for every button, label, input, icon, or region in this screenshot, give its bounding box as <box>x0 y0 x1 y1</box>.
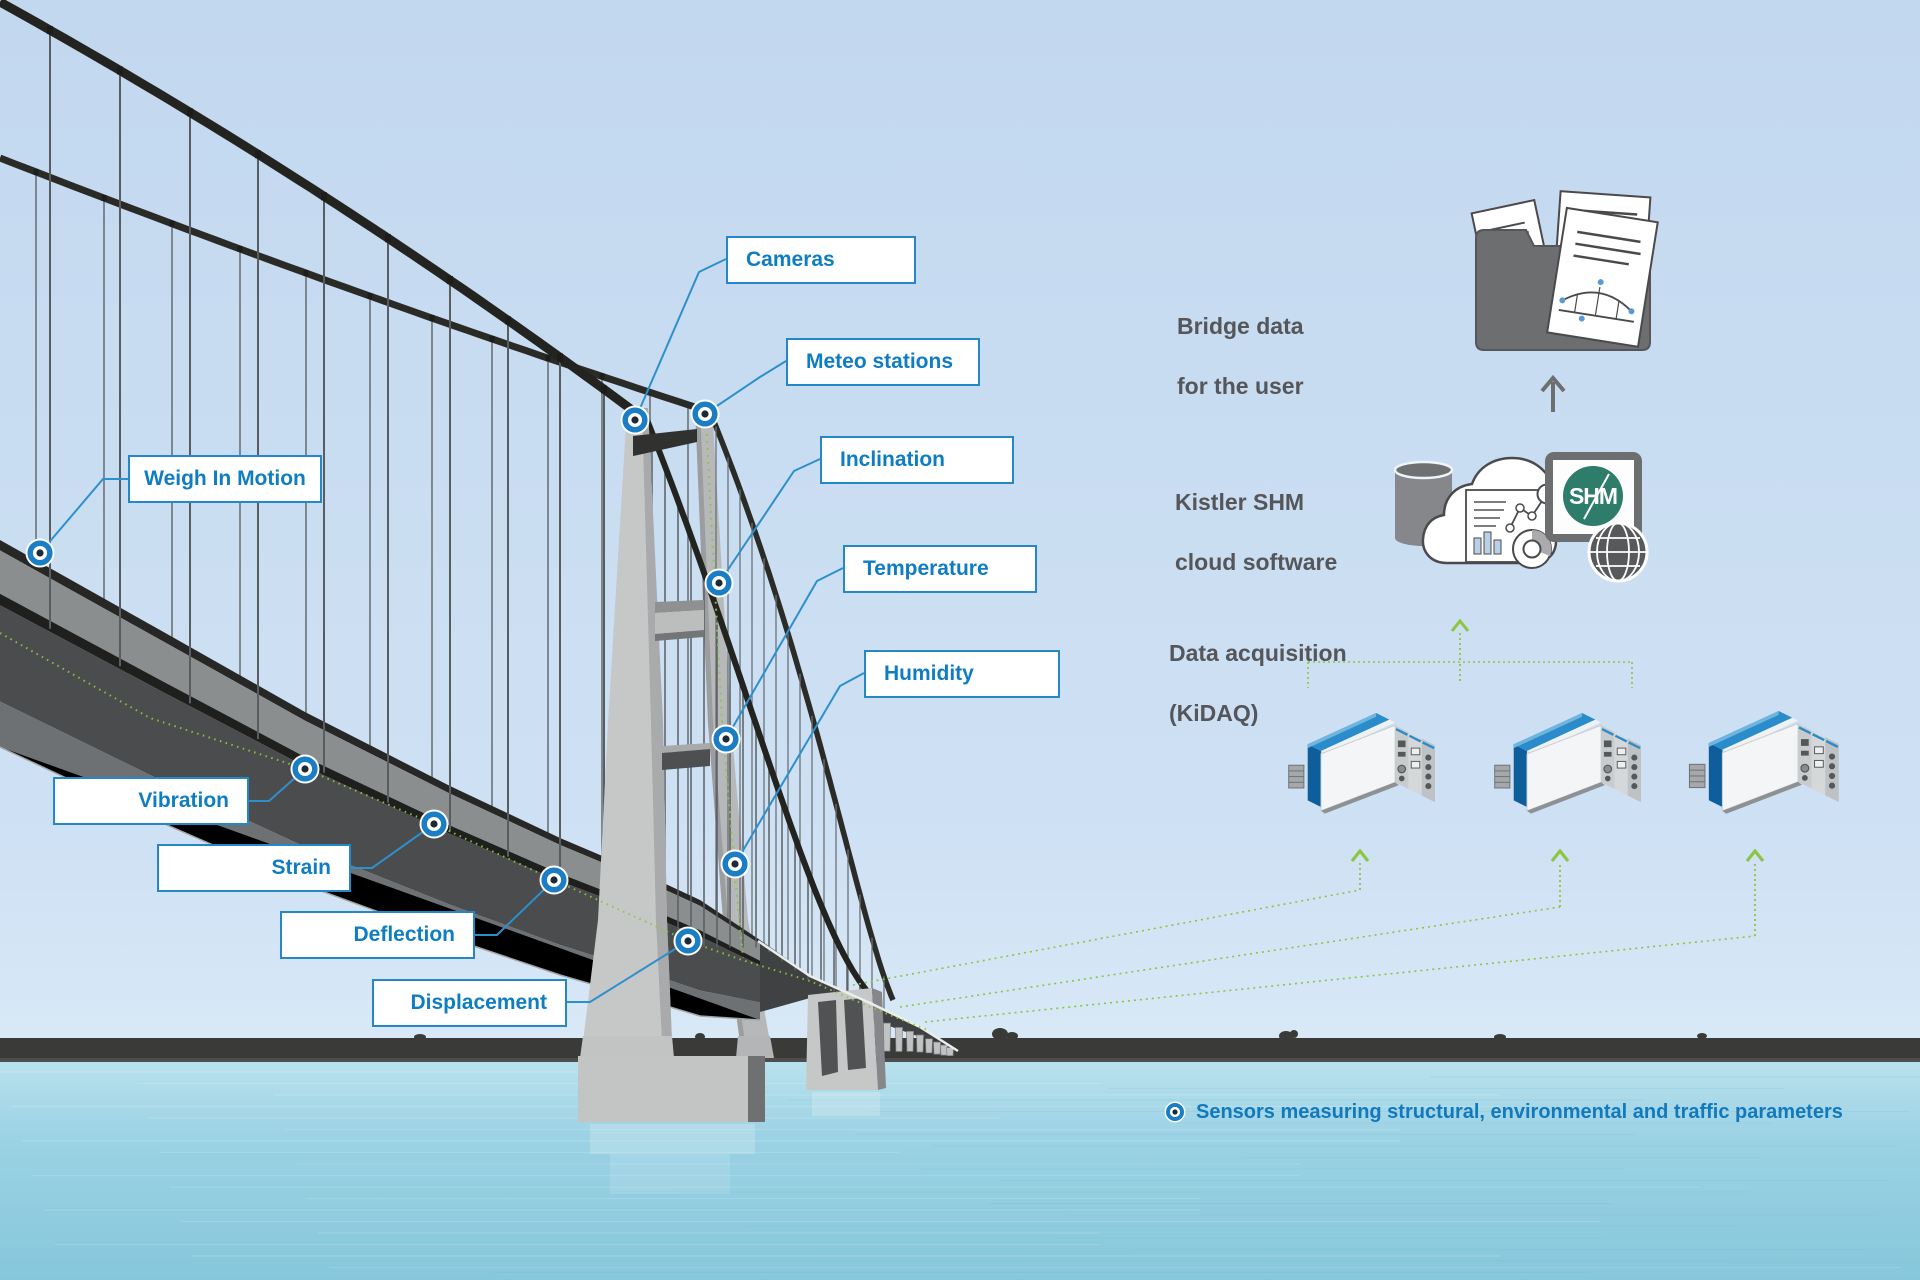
callout-weigh-in-motion: Weigh In Motion <box>128 455 322 503</box>
callout-vibration: Vibration <box>53 777 249 825</box>
up-arrow-icon <box>1745 848 1765 862</box>
sensor-dot-displacement <box>673 926 703 956</box>
tower-cable-route <box>705 419 744 959</box>
globe-icon <box>1587 521 1649 583</box>
caption-bridge-data-for-user: Bridge data for the user <box>1177 281 1304 401</box>
tower-rear-leg <box>695 406 770 1042</box>
water <box>0 1062 1920 1280</box>
up-arrow-icon <box>1540 374 1566 412</box>
report-page-with-bridge-sketch <box>1546 206 1659 348</box>
callout-deflection: Deflection <box>280 911 475 959</box>
folder-documents-icon <box>1470 190 1659 351</box>
callout-cameras: Cameras <box>726 236 916 284</box>
shm-logo-text: SHM <box>1569 483 1617 509</box>
sensor-dot-wim <box>25 538 55 568</box>
caption-line: Bridge data <box>1177 313 1304 339</box>
sensor-dot-inclination <box>704 568 734 598</box>
daq-device-icon <box>1688 710 1839 814</box>
caption-line: Data acquisition <box>1169 640 1347 666</box>
sensor-data-links <box>852 618 1765 1023</box>
sensor-dot-icon <box>1164 1101 1186 1123</box>
legend-sensors-text: Sensors measuring structural, environmen… <box>1196 1101 1843 1123</box>
callout-strain: Strain <box>157 844 351 892</box>
cloud-software-icon: SHM <box>1393 452 1649 583</box>
caption-line: Kistler SHM <box>1175 489 1305 515</box>
sensor-dot-vibration <box>290 754 320 784</box>
tower-top-beam <box>633 429 697 456</box>
sensor-dot-temperature <box>711 724 741 754</box>
sensor-dot-humidity <box>720 849 750 879</box>
sensor-dot-cameras <box>620 405 650 435</box>
caption-line: cloud software <box>1175 549 1338 575</box>
daq-device-icon <box>1494 712 1641 814</box>
shm-logo <box>1563 466 1623 526</box>
distant-deck-highlight <box>757 939 959 1053</box>
up-arrow-icon <box>1550 848 1570 862</box>
caption-kistler-shm-cloud: Kistler SHM cloud software <box>1175 457 1337 577</box>
callout-humidity: Humidity <box>864 650 1060 698</box>
tower-pedestal <box>578 1036 774 1194</box>
caption-line: (KiDAQ) <box>1169 700 1259 726</box>
up-arrow-icon <box>1450 618 1470 632</box>
sensor-dot-strain <box>419 809 449 839</box>
sensor-dot-meteo <box>690 399 720 429</box>
front-main-cable-right <box>642 413 881 1005</box>
callout-temperature: Temperature <box>843 545 1037 593</box>
tower-mid-beam <box>655 610 704 634</box>
anchor-pier <box>806 988 954 1116</box>
callout-leaders <box>39 258 865 1003</box>
caption-data-acquisition-kidaq: Data acquisition (KiDAQ) <box>1169 608 1347 728</box>
up-arrow-icon <box>1350 848 1370 862</box>
callout-meteo-stations: Meteo stations <box>786 338 980 386</box>
daq-device-icon <box>1288 712 1435 814</box>
tower-lower-beam <box>662 749 710 770</box>
sensor-dot-deflection <box>539 865 569 895</box>
distant-deck <box>760 940 958 1053</box>
callout-displacement: Displacement <box>372 979 567 1027</box>
callout-inclination: Inclination <box>820 436 1014 484</box>
caption-line: for the user <box>1177 373 1304 399</box>
